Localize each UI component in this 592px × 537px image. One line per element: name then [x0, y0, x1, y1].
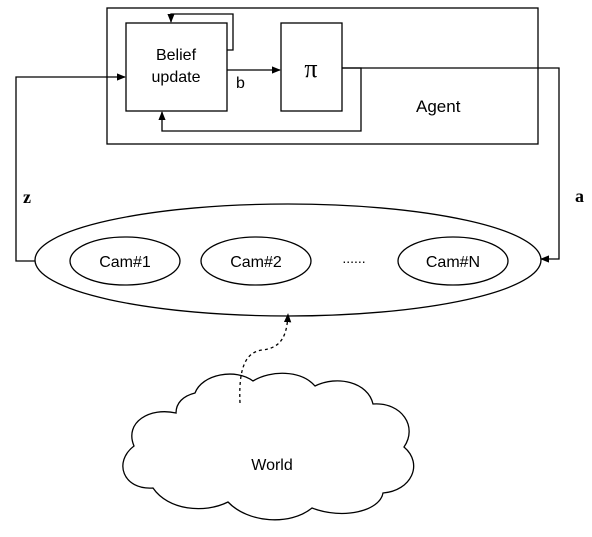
belief-update-label-line1: Belief — [156, 47, 197, 64]
camera-ellipsis: ...... — [342, 250, 365, 266]
camera-2 — [200, 236, 312, 286]
camera-1-label: Cam#1 — [99, 254, 151, 271]
world-label: World — [251, 457, 293, 474]
camera-1 — [69, 236, 181, 286]
belief-self-loop — [167, 13, 234, 51]
camera-n — [397, 236, 509, 286]
policy-symbol: π — [304, 54, 317, 83]
camera-2-label: Cam#2 — [230, 254, 282, 271]
world-cloud — [122, 372, 415, 521]
observation-label: z — [23, 187, 31, 207]
belief-update-box — [125, 22, 228, 112]
observation-arrow — [15, 73, 126, 262]
policy-box — [280, 22, 343, 112]
belief-edge-label: b — [236, 75, 245, 92]
agent-label: Agent — [416, 97, 461, 116]
camera-n-label: Cam#N — [426, 254, 480, 271]
action-label: a — [575, 186, 584, 206]
action-arrow — [342, 67, 560, 263]
belief-update-label-line2: update — [152, 69, 201, 86]
